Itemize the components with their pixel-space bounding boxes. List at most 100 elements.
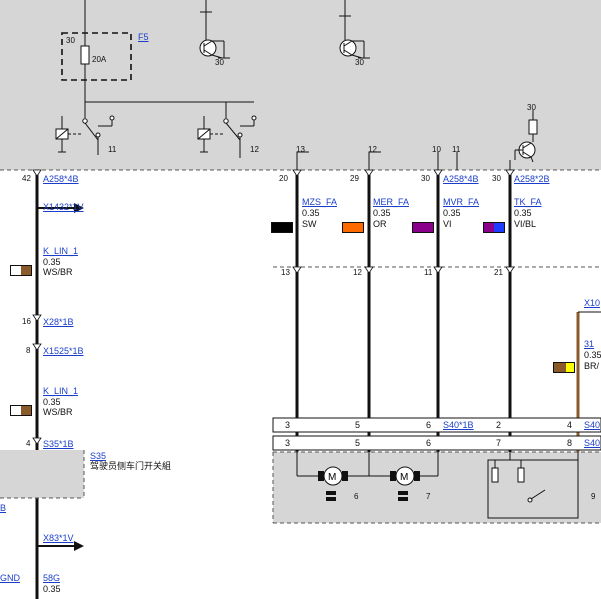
- fuse-pin-label: 30: [66, 36, 75, 45]
- lower-module-panel: [273, 452, 601, 523]
- connector-row-1: [272, 417, 601, 433]
- bottom-left-link[interactable]: B: [0, 503, 7, 513]
- mid-pin-21: 21: [494, 268, 503, 277]
- left-conn-x1525[interactable]: X1525*1B: [43, 346, 84, 356]
- left-conn-s35[interactable]: S35*1B: [43, 439, 74, 449]
- left-pin-4: 4: [26, 439, 31, 448]
- top-module-panel: [0, 0, 601, 170]
- left-pin-16: 16: [22, 317, 31, 326]
- row2-pin-3: 3: [285, 438, 291, 448]
- row2-conn-s40[interactable]: S40: [584, 438, 601, 448]
- mid-pin-13: 13: [281, 268, 290, 277]
- boundary-pin-13: 13: [296, 145, 305, 154]
- motor-pin-9: 9: [591, 492, 596, 501]
- s35-module-panel: [0, 450, 84, 498]
- s35-module-link[interactable]: S35: [90, 451, 107, 461]
- wire-tk-signal[interactable]: TK_FA: [514, 197, 542, 207]
- motor-2: M: [369, 452, 439, 501]
- wire-mer-signal[interactable]: MER_FA: [373, 197, 410, 207]
- row1-conn-s40-1b[interactable]: S40*1B: [443, 420, 474, 430]
- wire-mzs-gauge: 0.35: [302, 208, 320, 218]
- svg-text:M: M: [400, 472, 408, 483]
- wire-mer-color: OR: [373, 219, 387, 229]
- fuse-rating: 20A: [92, 55, 107, 64]
- col-conn-a258-4b[interactable]: A258*4B: [443, 174, 479, 184]
- wire-mvr-color: VI: [443, 219, 452, 229]
- left-pin-42: 42: [22, 174, 31, 183]
- connector-row-2: [272, 435, 601, 451]
- relay-pin-2: 30: [355, 58, 364, 67]
- relay-1: [55, 110, 115, 155]
- right-wire-signal[interactable]: 31: [584, 339, 595, 349]
- wire-mzs-swatch: [271, 222, 293, 233]
- wire-mvr-gauge: 0.35: [443, 208, 461, 218]
- bottom-wire-signal[interactable]: 58G: [43, 573, 61, 583]
- left-wire2-gauge: 0.35: [43, 397, 61, 407]
- col-top-pin-30b: 30: [492, 174, 501, 183]
- mid-pin-12: 12: [353, 268, 362, 277]
- row1-pin-2: 2: [496, 420, 502, 430]
- row1-conn-s40[interactable]: S40: [584, 420, 601, 430]
- fuse-box: [61, 32, 132, 81]
- col-top-pin-30a: 30: [421, 174, 430, 183]
- fuse-symbol: [80, 45, 90, 65]
- bottom-wire-gauge: 0.35: [43, 584, 61, 594]
- left-wire1-color: WS/BR: [43, 267, 73, 277]
- wire-tk-color: VI/BL: [514, 219, 537, 229]
- motor-pin-6: 6: [354, 492, 359, 501]
- row2-pin-6: 6: [426, 438, 432, 448]
- row2-pin-5: 5: [355, 438, 361, 448]
- transistor-2: [339, 0, 370, 59]
- col-conn-a258-2b[interactable]: A258*2B: [514, 174, 550, 184]
- boundary-pin-11: 11: [452, 145, 461, 154]
- fuse-name-link[interactable]: F5: [138, 32, 149, 42]
- row1-pin-3: 3: [285, 420, 291, 430]
- transistor-1: [199, 0, 230, 59]
- right-wire-swatch: [553, 362, 575, 373]
- col-top-pin-20: 20: [279, 174, 288, 183]
- switch-pin-11: 11: [108, 145, 117, 154]
- wire-tk-swatch: [483, 222, 505, 233]
- boundary-pin-12: 12: [368, 145, 377, 154]
- row2-pin-7: 7: [496, 438, 502, 448]
- row1-pin-5: 5: [355, 420, 361, 430]
- left-wire1-signal[interactable]: K_LIN_1: [43, 246, 79, 256]
- left-wire2-signal[interactable]: K_LIN_1: [43, 386, 79, 396]
- row2-pin-8: 8: [567, 438, 573, 448]
- col-top-pin-29: 29: [350, 174, 359, 183]
- boundary-pin-10: 10: [432, 145, 441, 154]
- switch-assembly: [487, 452, 579, 519]
- left-conn-x28[interactable]: X28*1B: [43, 317, 74, 327]
- left-wire2-swatch: [10, 405, 32, 416]
- right-conn-x10[interactable]: X10: [584, 298, 601, 308]
- right-wire-gauge: 0.35: [584, 350, 601, 360]
- left-wire1-gauge: 0.35: [43, 257, 61, 267]
- switch-pin-12: 12: [250, 145, 259, 154]
- relay-2: [197, 102, 257, 158]
- transistor-pin-30: 30: [527, 103, 536, 112]
- left-conn-a258-4b[interactable]: A258*4B: [43, 174, 79, 184]
- wire-mzs-color: SW: [302, 219, 317, 229]
- row1-pin-4: 4: [567, 420, 573, 430]
- motor-1: M: [296, 452, 370, 501]
- row1-pin-6: 6: [426, 420, 432, 430]
- mid-pin-11: 11: [424, 268, 433, 277]
- wire-mer-swatch: [342, 222, 364, 233]
- transistor-3: [514, 110, 538, 163]
- wire-mvr-signal[interactable]: MVR_FA: [443, 197, 480, 207]
- s35-module-desc: 驾驶员侧车门开关組: [90, 461, 172, 471]
- left-conn-x1432[interactable]: X1432*1V: [43, 202, 84, 212]
- motor-pin-7: 7: [426, 492, 431, 501]
- svg-text:M: M: [328, 472, 336, 483]
- wire-mvr-swatch: [412, 222, 434, 233]
- left-wire2-color: WS/BR: [43, 407, 73, 417]
- bottom-conn-x83[interactable]: X83*1V: [43, 533, 74, 543]
- wire-tk-gauge: 0.35: [514, 208, 532, 218]
- wire-mzs-signal[interactable]: MZS_FA: [302, 197, 338, 207]
- right-wire-color: BR/: [584, 361, 600, 371]
- left-wire1-swatch: [10, 265, 32, 276]
- bottom-gnd-link[interactable]: GND: [0, 573, 20, 583]
- relay-pin-1: 30: [215, 58, 224, 67]
- left-pin-8: 8: [26, 346, 31, 355]
